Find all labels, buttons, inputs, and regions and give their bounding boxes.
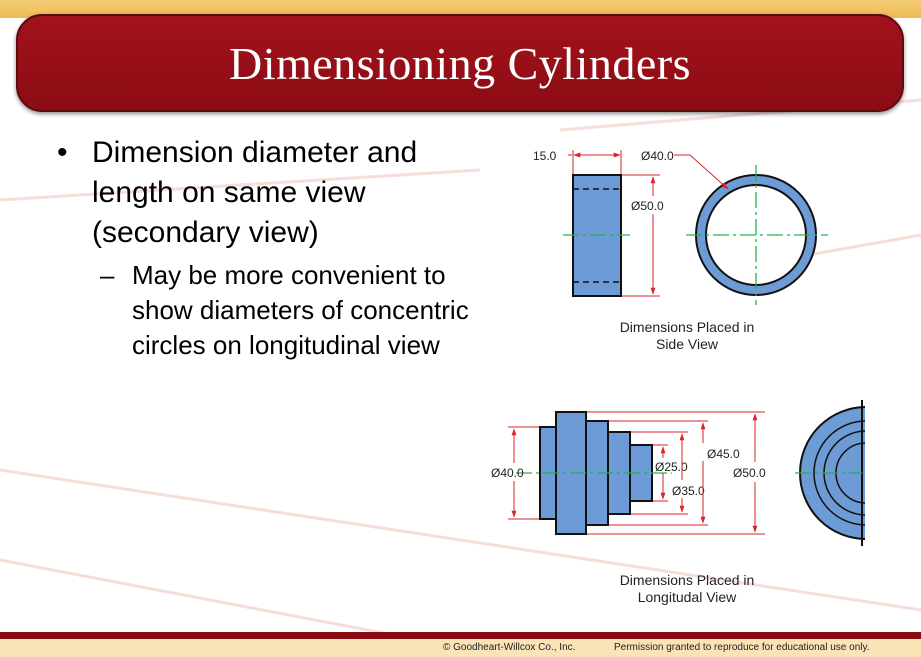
footer-permission: Permission granted to reproduce for educ…	[614, 642, 870, 653]
side-diameter-label: Ø50.0	[631, 199, 664, 213]
d40-dimension	[508, 426, 539, 520]
ring-diameter-label: Ø40.0	[641, 149, 674, 163]
sub-bullet-text: May be more convenient to show diameters…	[132, 260, 469, 360]
bullet-dot: •	[57, 136, 68, 169]
d35-label: Ø35.0	[672, 484, 705, 498]
side-view-caption-line1: Dimensions Placed in	[620, 319, 755, 335]
long-view-caption-line2: Longitudal View	[638, 589, 737, 605]
side-view-caption-line2: Side View	[656, 336, 719, 352]
slide-title: Dimensioning Cylinders	[228, 37, 692, 89]
long-view-caption-line1: Dimensions Placed in	[620, 572, 755, 588]
ring-leader	[674, 154, 729, 190]
footer-bar	[0, 632, 921, 639]
bullet-text: Dimension diameter and length on same vi…	[92, 136, 418, 249]
footer-copyright: © Goodheart-Willcox Co., Inc.	[443, 642, 576, 653]
d25-dimension	[653, 444, 668, 502]
title-bar: Dimensioning Cylinders	[16, 14, 904, 112]
bullet-list: • Dimension diameter and length on same …	[55, 133, 475, 363]
top-accent-strip	[0, 0, 921, 18]
sub-bullet-dash: –	[100, 260, 115, 290]
d25-label: Ø25.0	[655, 460, 688, 474]
side-diameter-dimension	[622, 174, 660, 297]
d35-dimension	[631, 431, 688, 515]
d50-label: Ø50.0	[733, 466, 766, 480]
sub-bullet-item: – May be more convenient to show diamete…	[92, 258, 475, 363]
length-dimension-label: 15.0	[533, 149, 557, 163]
d45-label: Ø45.0	[707, 447, 740, 461]
bullet-item: • Dimension diameter and length on same …	[55, 133, 475, 363]
length-dimension	[568, 150, 622, 174]
ring-centerlines	[686, 165, 828, 305]
footer: © Goodheart-Willcox Co., Inc. Permission…	[0, 639, 921, 657]
d45-dimension	[609, 420, 708, 526]
sub-bullet-list: – May be more convenient to show diamete…	[92, 258, 475, 363]
d40-label: Ø40.0	[491, 466, 524, 480]
d50-dimension	[587, 411, 765, 535]
